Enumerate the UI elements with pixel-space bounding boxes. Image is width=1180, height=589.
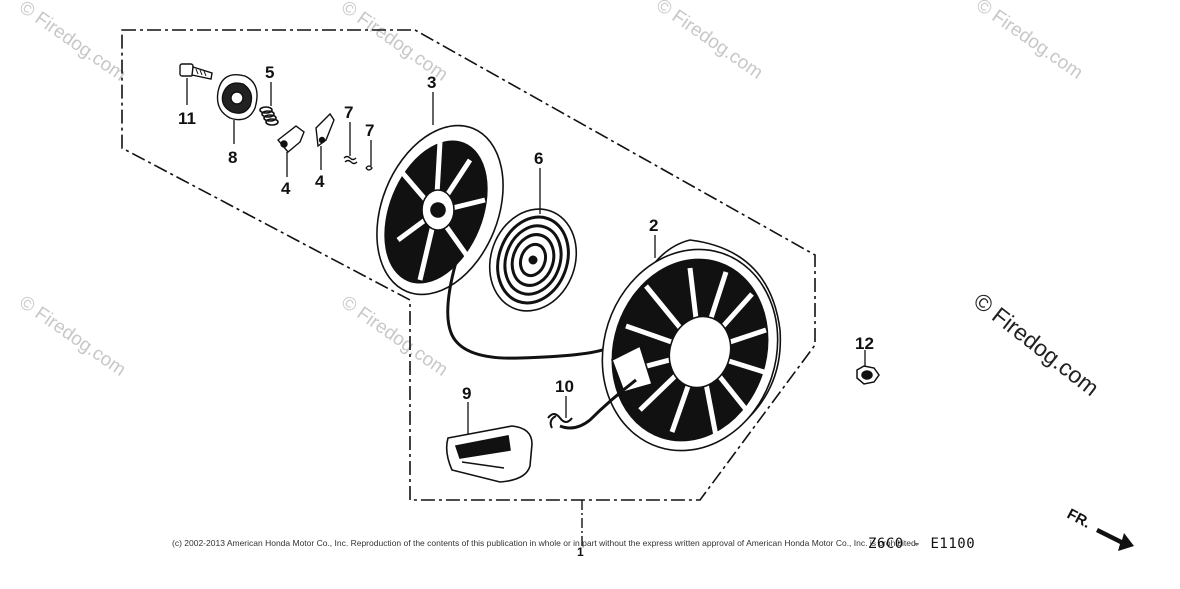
fr-label: FR. <box>1064 506 1093 532</box>
rope-knot-part-10 <box>547 413 573 429</box>
fr-arrow-icon <box>1096 528 1134 551</box>
callout-4-left: 4 <box>281 179 291 198</box>
callout-10: 10 <box>555 377 574 396</box>
watermark-text: © Firedog.com <box>337 292 451 381</box>
watermark-text: © Firedog.com <box>652 0 766 84</box>
bolt-part-11 <box>179 63 213 80</box>
small-springs-part-7 <box>343 155 373 171</box>
callout-3: 3 <box>427 73 436 92</box>
diagram-code: Z6C0 - E1100 <box>868 536 976 552</box>
callout-7-right: 7 <box>365 121 374 140</box>
starter-rope <box>446 261 609 360</box>
ratchet-part-4-right <box>315 112 335 148</box>
callout-4-right: 4 <box>315 172 325 191</box>
watermark-text: © Firedog.com <box>15 0 129 86</box>
callout-7-left: 7 <box>344 103 353 122</box>
callout-12: 12 <box>855 334 874 353</box>
spiral-spring-part-6 <box>488 208 578 312</box>
friction-plate-part-8 <box>216 74 258 121</box>
callout-5: 5 <box>265 63 274 82</box>
front-direction-indicator: FR. <box>1064 506 1134 551</box>
copyright-notice: (c) 2002-2013 American Honda Motor Co., … <box>172 538 919 548</box>
reel-part-3 <box>376 124 504 296</box>
nut-part-12 <box>856 365 880 385</box>
callout-6: 6 <box>534 149 543 168</box>
spring-part-5 <box>259 106 279 126</box>
callout-1: 1 <box>577 545 584 559</box>
callout-2: 2 <box>649 216 658 235</box>
starter-case-part-2 <box>601 239 782 452</box>
watermark-layer: © Firedog.com © Firedog.com © Firedog.co… <box>15 0 1086 381</box>
watermark-text: © Firedog.com <box>15 292 129 381</box>
case-rope <box>559 378 637 430</box>
starter-grip-part-9 <box>445 425 533 483</box>
callout-8: 8 <box>228 148 237 167</box>
watermark-text: © Firedog.com <box>972 0 1086 84</box>
watermark-text-dark: © Firedog.com <box>969 287 1104 401</box>
assembly-boundary <box>121 29 816 501</box>
callout-11: 11 <box>178 109 196 128</box>
callout-9: 9 <box>462 384 471 403</box>
ratchet-part-4-left <box>276 125 305 153</box>
